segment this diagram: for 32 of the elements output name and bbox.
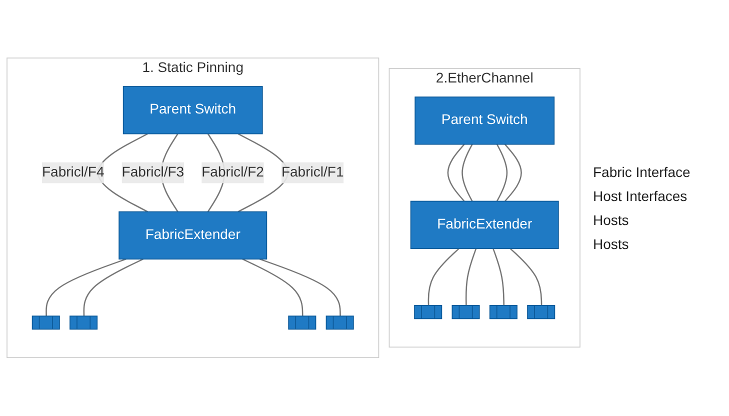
node-box — [527, 305, 556, 320]
edge-label: Fabricl/F3 — [122, 165, 184, 180]
node-box — [414, 305, 442, 320]
edge-label: Fabricl/F1 — [281, 165, 344, 180]
connector — [83, 258, 144, 317]
node-box — [452, 305, 480, 320]
node-box: FabricExtender — [118, 212, 268, 260]
edge-label: Fabricl/F2 — [202, 165, 264, 180]
node-box — [288, 316, 316, 330]
node-box — [326, 316, 354, 330]
label-text: Host Interfaces — [593, 188, 688, 204]
node-box: FabricExtender — [410, 201, 559, 250]
node-box: Parent Switch — [122, 86, 263, 134]
node-box — [70, 316, 98, 330]
node-box — [32, 316, 60, 330]
node-box: Parent Switch — [414, 96, 555, 145]
connector — [504, 144, 522, 202]
label-text: Hosts — [593, 236, 630, 252]
connector — [46, 258, 126, 317]
connector — [447, 144, 465, 202]
connector — [259, 258, 341, 317]
connector — [465, 248, 477, 306]
connector — [510, 248, 542, 306]
connector — [492, 248, 505, 306]
connector — [496, 144, 508, 202]
label-text: Fabric Interface — [593, 164, 692, 180]
node-box — [489, 305, 518, 320]
connector — [242, 258, 304, 317]
connector — [428, 248, 460, 306]
connector — [462, 144, 473, 202]
label-text: Hosts — [593, 212, 630, 228]
edge-label: Fabricl/F4 — [42, 165, 104, 180]
